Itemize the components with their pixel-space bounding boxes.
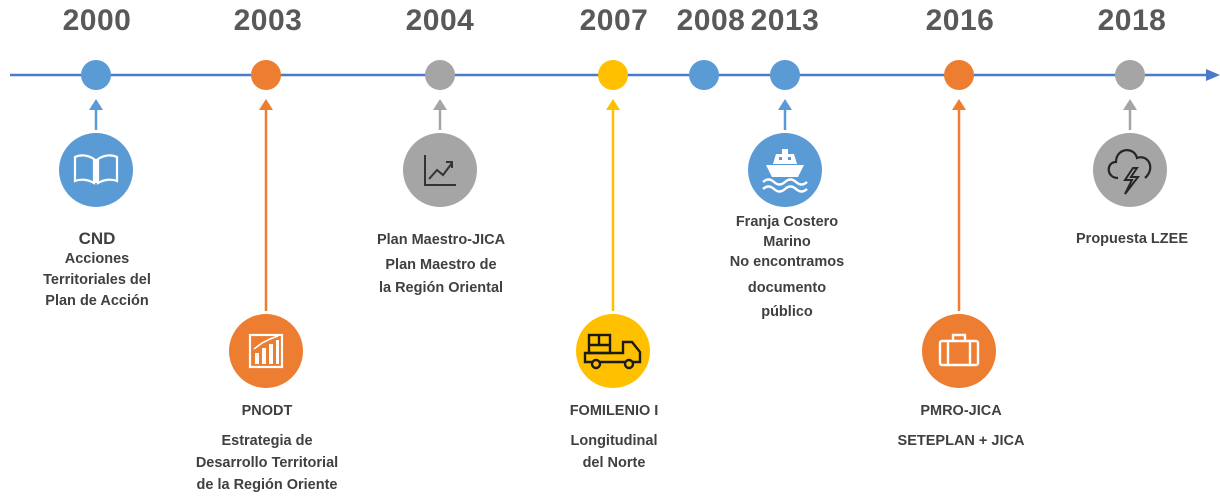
milestone-description-line: Plan de Acción xyxy=(45,293,149,309)
milestone-description-line: Longitudinal xyxy=(570,433,658,449)
connector-arrowhead xyxy=(89,99,103,110)
milestone-label-plan-maestro: Plan Maestro-JICA Plan Maestro de la Reg… xyxy=(377,229,505,300)
milestone-2004 xyxy=(403,60,477,207)
timeline-node xyxy=(770,60,800,90)
milestone-title: PMRO-JICA xyxy=(920,403,1002,419)
milestone-description-line: Territoriales del xyxy=(43,272,151,288)
ship-icon xyxy=(762,149,808,193)
storm-cloud-icon xyxy=(1107,149,1152,195)
milestone-icon-circle xyxy=(922,314,996,388)
bar-chart-icon xyxy=(248,333,284,369)
timeline-node xyxy=(425,60,455,90)
milestone-label-pmro: PMRO-JICA SETEPLAN + JICA xyxy=(898,400,1025,452)
milestone-description-line: Desarrollo Territorial xyxy=(195,455,339,471)
milestone-label-franja-costero: Franja Costero Marino No encontramos doc… xyxy=(722,212,852,322)
connector-arrowhead xyxy=(778,99,792,110)
milestone-icon-circle xyxy=(576,314,650,388)
milestone-2007 xyxy=(576,60,650,388)
milestone-description-line: de la Región Oriente xyxy=(196,477,338,493)
year-label-2016: 2016 xyxy=(925,4,995,37)
milestone-label-cnd: CND Acciones Territoriales del Plan de A… xyxy=(43,228,151,312)
milestone-label-propuesta-lzee: Propuesta LZEE xyxy=(1076,229,1188,250)
book-icon xyxy=(73,154,119,185)
milestone-title: CND xyxy=(78,229,116,248)
timeline-axis-arrowhead xyxy=(1206,69,1220,81)
year-label-2004: 2004 xyxy=(405,4,475,37)
connector-arrowhead xyxy=(433,99,447,110)
connector-arrowhead xyxy=(259,99,273,110)
milestone-title: FOMILENIO I xyxy=(569,403,659,419)
milestone-description-line: la Región Oriental xyxy=(378,280,504,296)
year-label-2008: 2008 xyxy=(676,4,746,37)
milestone-title: PNODT xyxy=(241,403,293,419)
milestone-description-line: del Norte xyxy=(582,455,646,471)
timeline-node xyxy=(598,60,628,90)
timeline-node xyxy=(944,60,974,90)
milestone-label-fomilenio: FOMILENIO I Longitudinal del Norte xyxy=(570,400,659,474)
connector-arrowhead xyxy=(606,99,620,110)
milestone-2008 xyxy=(689,60,719,90)
year-label-2018: 2018 xyxy=(1097,4,1167,37)
year-label-2013: 2013 xyxy=(750,4,820,37)
milestone-description-line: No encontramos xyxy=(729,254,845,270)
milestone-description-line: SETEPLAN + JICA xyxy=(897,433,1025,449)
milestone-2003 xyxy=(229,60,303,388)
milestone-description-line: Estrategia de xyxy=(221,433,313,449)
milestone-description-line: Plan Maestro de xyxy=(385,257,497,273)
year-label-2007: 2007 xyxy=(579,4,649,37)
year-label-2000: 2000 xyxy=(62,4,132,37)
briefcase-icon xyxy=(938,333,980,367)
milestone-icon-circle xyxy=(1093,133,1167,207)
connector-arrowhead xyxy=(1123,99,1137,110)
timeline-node xyxy=(689,60,719,90)
milestone-icon-circle xyxy=(403,133,477,207)
milestone-label-pnodt: PNODT Estrategia de Desarrollo Territori… xyxy=(196,400,338,496)
milestone-title: Propuesta LZEE xyxy=(1076,231,1188,247)
timeline-node xyxy=(81,60,111,90)
milestone-2016 xyxy=(922,60,996,388)
milestone-title: Plan Maestro-JICA xyxy=(376,232,506,248)
truck-icon xyxy=(583,333,642,370)
year-label-2003: 2003 xyxy=(233,4,303,37)
connector-arrowhead xyxy=(952,99,966,110)
milestone-description-line: público xyxy=(761,304,813,320)
milestone-2000 xyxy=(59,60,133,207)
line-chart-icon xyxy=(424,155,456,186)
milestone-description-line: documento xyxy=(747,280,827,296)
milestone-description-line: Acciones xyxy=(64,251,130,267)
timeline-node xyxy=(251,60,281,90)
milestone-2018 xyxy=(1093,60,1167,207)
milestone-2013 xyxy=(748,60,822,207)
milestone-title: Franja Costero Marino xyxy=(735,214,839,250)
timeline-node xyxy=(1115,60,1145,90)
